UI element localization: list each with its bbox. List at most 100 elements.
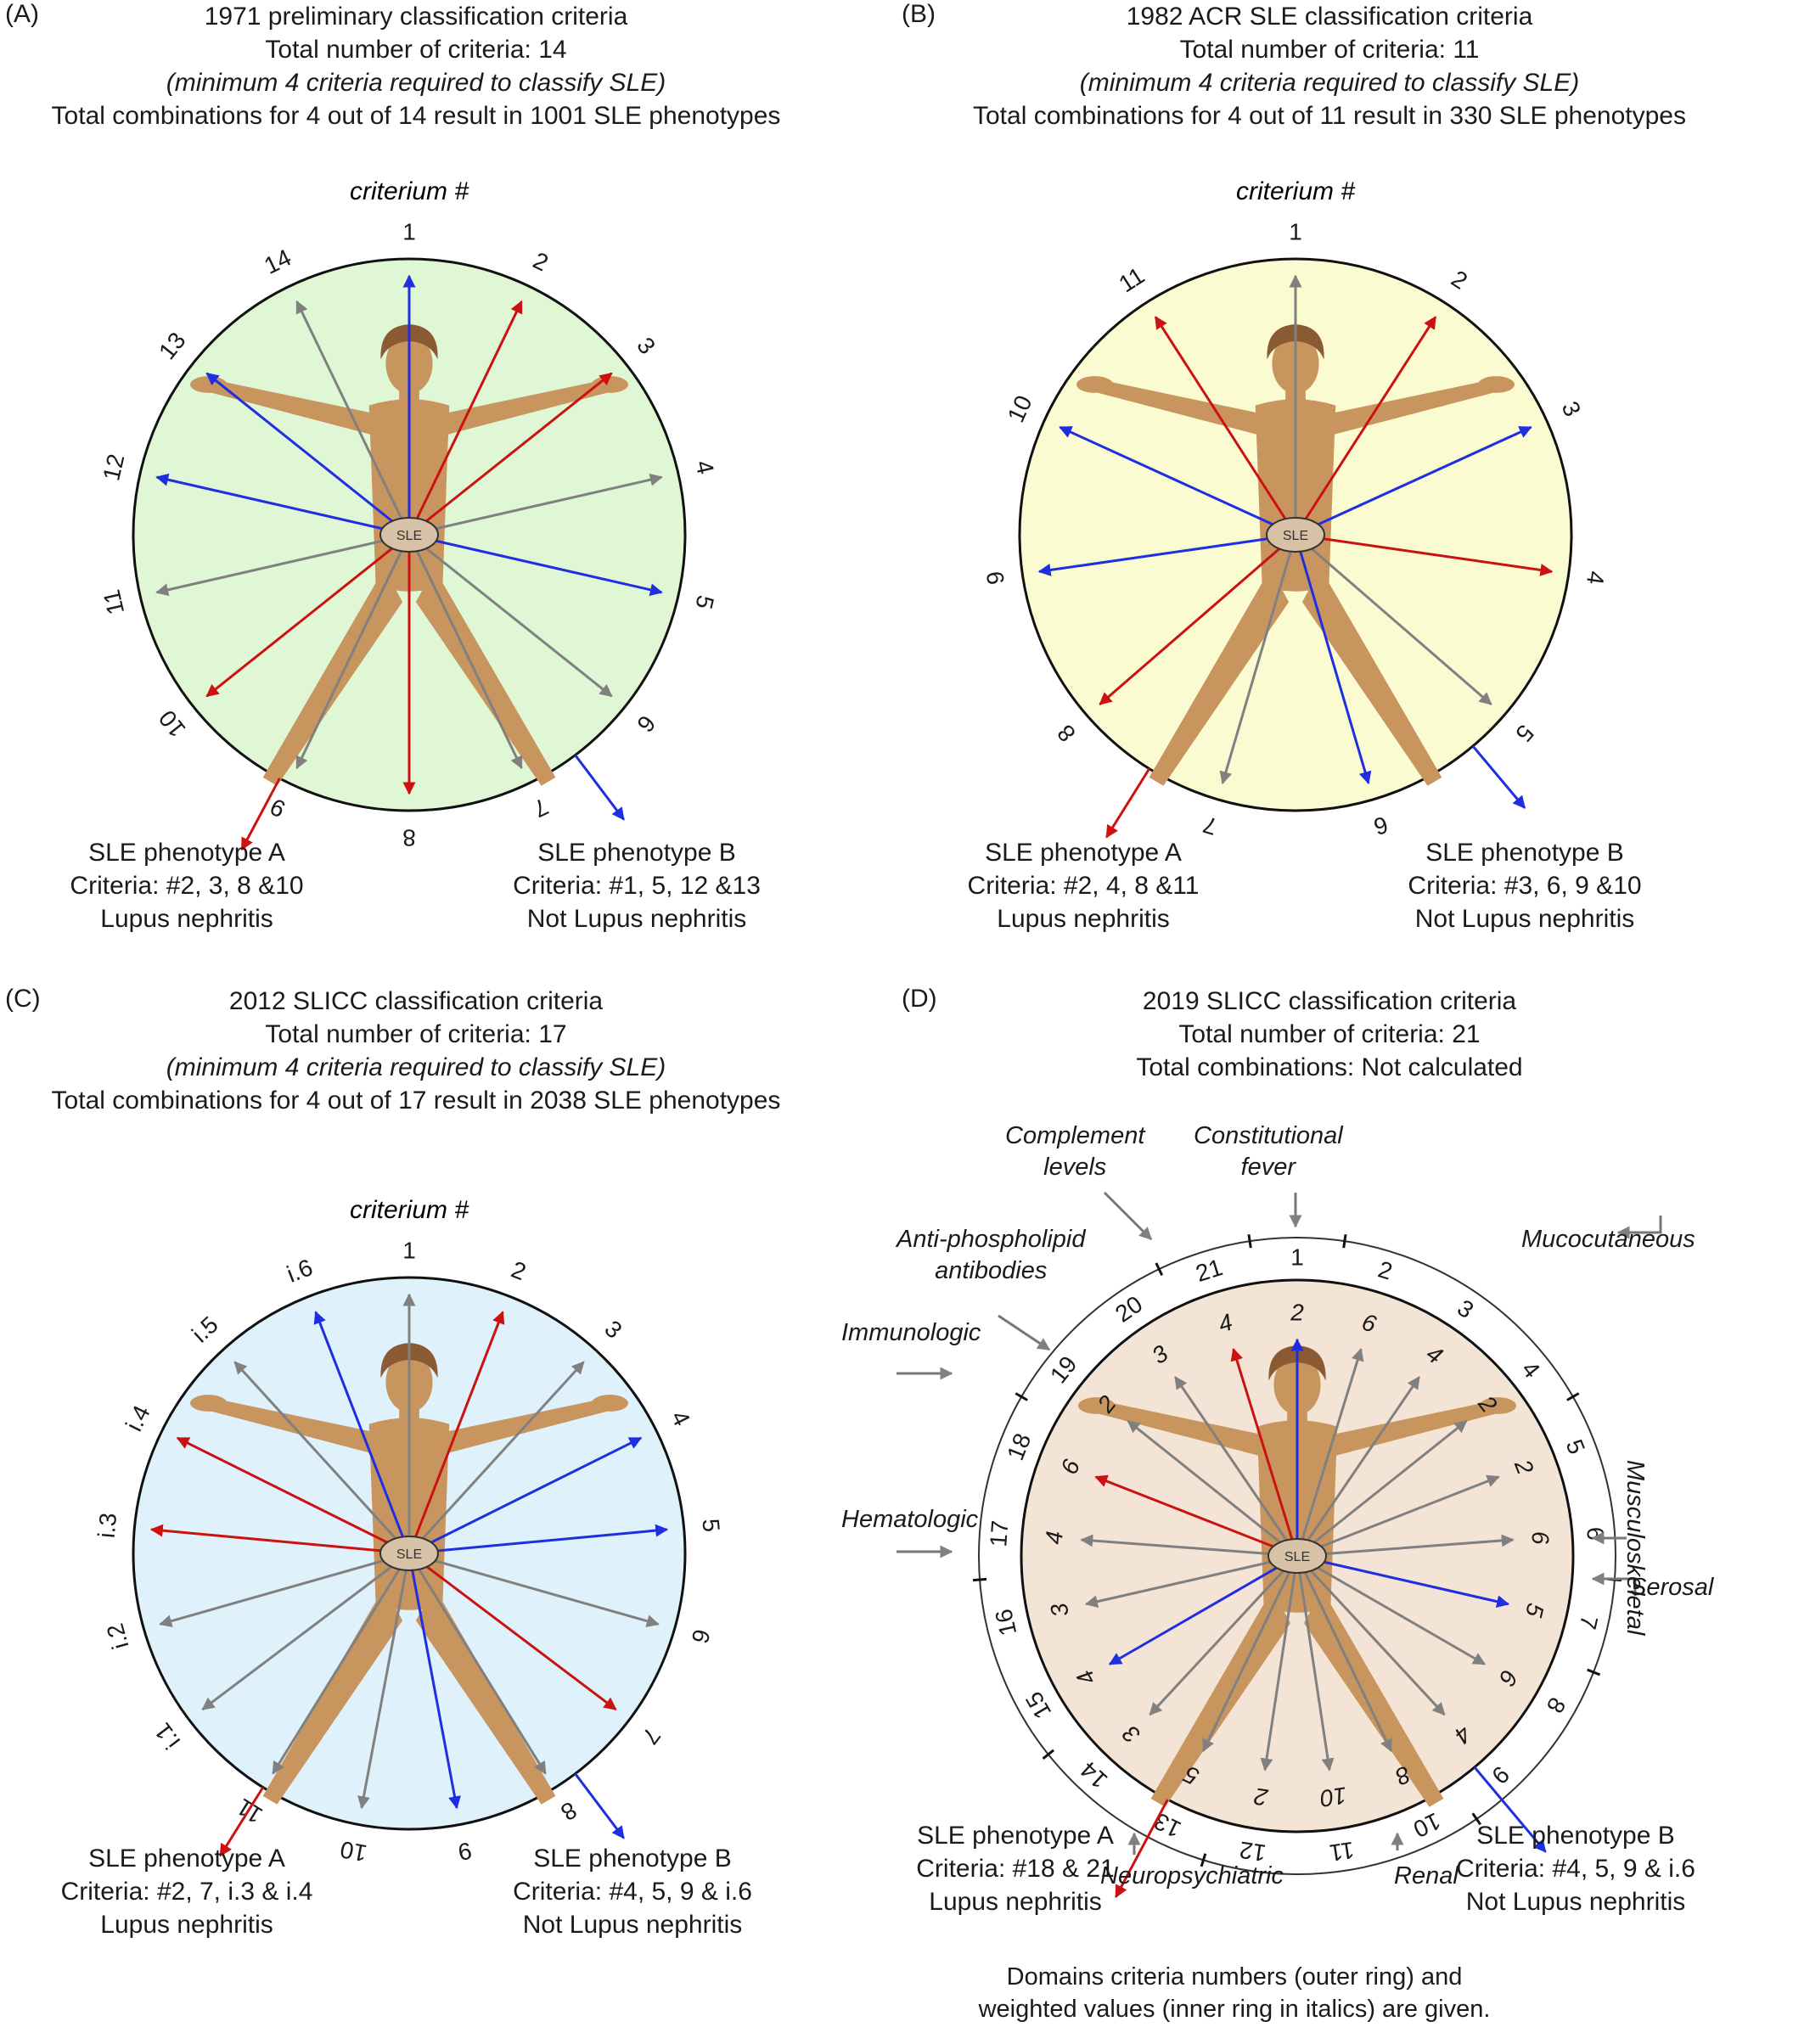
phenotype-a-caption: SLE phenotype A Criteria: #18 & 21 Lupus… xyxy=(863,1819,1168,1918)
domain-pointer-arrow xyxy=(1591,1572,1637,1596)
right-hand xyxy=(591,1395,629,1412)
criterion-number: i.2 xyxy=(102,1620,134,1652)
phenotype-a-arrow xyxy=(219,1786,265,1857)
criterion-number: 5 xyxy=(697,1518,724,1533)
left-arm xyxy=(211,380,376,435)
panel-header: 1982 ACR SLE classification criteria Tot… xyxy=(913,0,1745,132)
footnote-line-1: Domains criteria numbers (outer ring) an… xyxy=(1006,1963,1463,1991)
outer-criterion-number: 12 xyxy=(1238,1837,1267,1867)
criterion-number: 6 xyxy=(686,1626,715,1646)
outer-criterion-number: 1 xyxy=(1290,1244,1304,1270)
phenotype-a-note: Lupus nephritis xyxy=(929,1888,1102,1916)
phenotype-b-criteria: Criteria: #3, 6, 9 &10 xyxy=(1408,872,1642,900)
hair xyxy=(380,1343,438,1379)
phenotype-b-criteria: Criteria: #4, 5, 9 & i.6 xyxy=(1456,1855,1695,1883)
criterion-arrow xyxy=(1295,533,1554,576)
sle-center-label: SLE xyxy=(1283,529,1308,543)
criterion-number: 4 xyxy=(666,1407,695,1430)
criterion-arrow xyxy=(408,1553,461,1810)
criterion-arrow xyxy=(1084,1554,1298,1609)
minimum-criteria-note: (minimum 4 criteria required to classify… xyxy=(166,1053,666,1081)
phenotype-a-caption: SLE phenotype A Criteria: #2, 7, i.3 & i… xyxy=(0,1842,374,1941)
criterion-arrow xyxy=(233,1361,411,1555)
phenotype-b-title: SLE phenotype B xyxy=(533,1845,732,1873)
criterion-number: 13 xyxy=(154,328,191,365)
criterion-number: i.5 xyxy=(187,1311,223,1348)
phenotype-b-caption: SLE phenotype B Criteria: #3, 6, 9 &10 N… xyxy=(1338,836,1712,935)
phenotype-b-title: SLE phenotype B xyxy=(537,839,736,867)
panel-header: 1971 preliminary classification criteria… xyxy=(0,0,832,132)
panel-a: (A) 1971 preliminary classification crit… xyxy=(0,0,896,985)
domain-separator xyxy=(1155,1262,1164,1276)
footnote-line-2: weighted values (inner ring in italics) … xyxy=(978,1996,1491,2023)
criterion-number: 4 xyxy=(1582,570,1610,587)
total-criteria: Total number of criteria: 21 xyxy=(1178,1020,1481,1048)
criterion-arrow xyxy=(408,1553,547,1775)
criterion-arrow xyxy=(408,534,523,770)
domain-pointer-arrow xyxy=(896,1545,953,1558)
domain-separator xyxy=(1471,1812,1481,1826)
panel-d: (D) 2019 SLICC classification criteria T… xyxy=(841,985,1793,2023)
sle-center-ellipse xyxy=(1267,1538,1327,1574)
inner-weight-value: 3 xyxy=(1045,1600,1074,1619)
left-hand xyxy=(189,1395,228,1412)
phenotype-b-caption: SLE phenotype B Criteria: #4, 5, 9 & i.6… xyxy=(1440,1819,1712,1918)
criterion-arrow xyxy=(1037,533,1296,576)
criterion-arrow xyxy=(149,1524,410,1555)
criterion-arrow xyxy=(1296,1555,1335,1772)
phenotype-a-note: Lupus nephritis xyxy=(997,905,1170,933)
inner-weight-value: 2 xyxy=(1252,1783,1270,1811)
phenotype-a-arrow xyxy=(240,778,281,851)
criterion-arrow xyxy=(1296,1419,1468,1558)
phenotype-a-note: Lupus nephritis xyxy=(100,1911,273,1939)
criterion-arrow xyxy=(1296,1347,1364,1557)
criterion-arrow xyxy=(1059,425,1296,536)
criterion-number: 3 xyxy=(632,333,660,360)
domain-label-musculoskeletal: Musculoskeletal xyxy=(1622,1460,1649,1636)
inner-weight-value: 5 xyxy=(1520,1601,1549,1620)
criterion-number: 8 xyxy=(402,825,416,851)
left-arm xyxy=(1099,1401,1264,1457)
panel-header: 2019 SLICC classification criteria Total… xyxy=(913,985,1745,1084)
domain-label-immunologic: Immunologic xyxy=(841,1319,981,1346)
criterion-arrow xyxy=(1260,1555,1299,1772)
phenotype-a-note: Lupus nephritis xyxy=(100,905,273,933)
panel-b: (B) 1982 ACR SLE classification criteria… xyxy=(896,0,1793,985)
panel-label: (D) xyxy=(902,985,937,1013)
phenotype-b-arrow xyxy=(1471,745,1526,809)
left-leg xyxy=(1149,568,1290,786)
sle-center-label: SLE xyxy=(396,529,422,543)
sle-center-ellipse xyxy=(379,1536,439,1571)
criterion-number: i.6 xyxy=(284,1254,317,1288)
phenotype-b-caption: SLE phenotype B Criteria: #4, 5, 9 & i.6… xyxy=(446,1842,819,1941)
domain-label-serosal: Serosal xyxy=(1630,1574,1714,1601)
criterion-arrow xyxy=(408,1361,585,1555)
criterium-label: criterium # xyxy=(350,177,469,205)
criterion-number: 6 xyxy=(632,710,660,738)
criterion-arrow xyxy=(205,372,410,536)
criterion-arrow xyxy=(1295,533,1492,705)
criterion-number: 8 xyxy=(1052,720,1081,747)
criterion-arrow xyxy=(408,473,663,536)
criterium-label: criterium # xyxy=(350,1196,469,1224)
criterion-arrow xyxy=(1294,534,1372,785)
domain-pointer-arrow xyxy=(1103,1191,1153,1241)
sle-center-label: SLE xyxy=(1284,1550,1310,1564)
criterion-arrow xyxy=(1099,533,1296,705)
minimum-criteria-note: (minimum 4 criteria required to classify… xyxy=(1079,69,1580,97)
hair xyxy=(1268,1345,1326,1381)
hair xyxy=(380,324,438,360)
domain-separator xyxy=(972,1577,987,1582)
sle-center-ellipse xyxy=(1266,517,1325,553)
phenotype-a-caption: SLE phenotype A Criteria: #2, 3, 8 &10 L… xyxy=(0,836,374,935)
criterion-number: 10 xyxy=(338,1836,368,1867)
combinations-note: Total combinations for 4 out of 17 resul… xyxy=(51,1087,781,1115)
phenotype-a-arrow xyxy=(1115,1799,1169,1899)
inner-weight-value: 4 xyxy=(1041,1530,1068,1546)
criterion-arrow xyxy=(408,1436,643,1555)
criterion-number: 7 xyxy=(637,1723,666,1749)
criterion-arrow xyxy=(1295,425,1532,536)
criterion-arrow xyxy=(408,1524,669,1555)
domain-separator xyxy=(1247,1234,1252,1249)
